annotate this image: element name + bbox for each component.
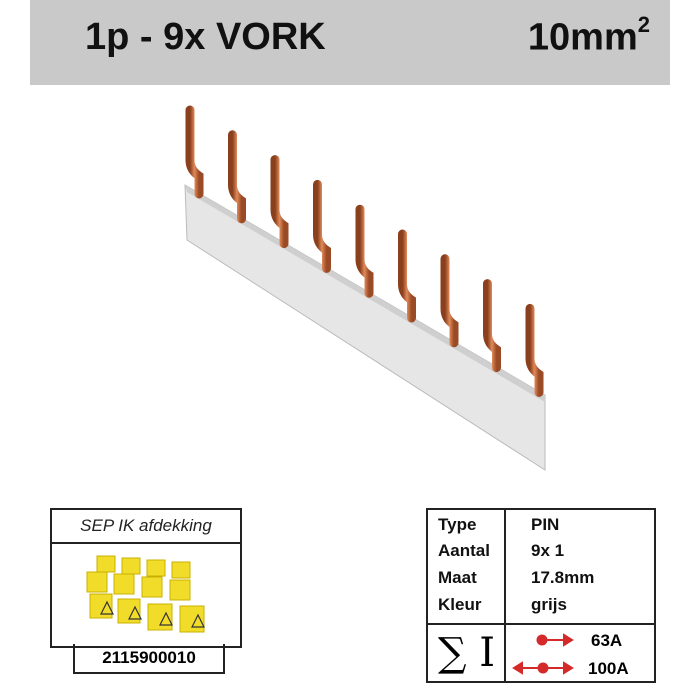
spec-table: Type PIN Aantal 9x 1 Maat 17.8mm Kleur g…: [426, 508, 656, 683]
size-superscript: 2: [637, 12, 650, 37]
copper-pin: [525, 303, 544, 397]
busbar-image: [184, 105, 546, 471]
spec-label: Type: [438, 515, 477, 534]
divider: [504, 510, 506, 681]
copper-pin: [185, 105, 204, 199]
copper-pin: [313, 179, 331, 273]
spec-value: 17.8mm: [531, 568, 595, 587]
copper-pin: [355, 204, 374, 298]
spec-value: 9x 1: [531, 541, 565, 560]
single-feed-current: 63A: [591, 631, 623, 650]
divider: [428, 623, 654, 625]
product-title: 1p - 9x VORK: [85, 16, 326, 58]
accessory-title: SEP IK afdekking: [52, 510, 240, 544]
center-feed-current: 100A: [588, 659, 629, 678]
header-band: 1p - 9x VORK 10mm2: [30, 0, 670, 85]
copper-pin: [483, 279, 501, 373]
cross-section: 10mm2: [527, 12, 650, 60]
spec-label: Aantal: [438, 541, 490, 560]
spec-label: Kleur: [438, 595, 482, 614]
feed-arrows-icon: [512, 633, 574, 675]
spec-value: grijs: [531, 595, 567, 614]
copper-pin: [270, 155, 289, 249]
accessory-box: SEP IK afdekking: [50, 508, 242, 648]
copper-pin: [440, 254, 459, 348]
article-code: 2115900010: [73, 644, 225, 674]
spec-value: PIN: [531, 515, 560, 534]
copper-pin: [228, 130, 246, 224]
copper-pin: [398, 229, 416, 323]
yellow-covers-image: [86, 555, 205, 633]
size-value: 10mm: [527, 16, 638, 59]
current-symbol: ∑ I: [438, 630, 496, 676]
spec-label: Maat: [438, 568, 477, 587]
